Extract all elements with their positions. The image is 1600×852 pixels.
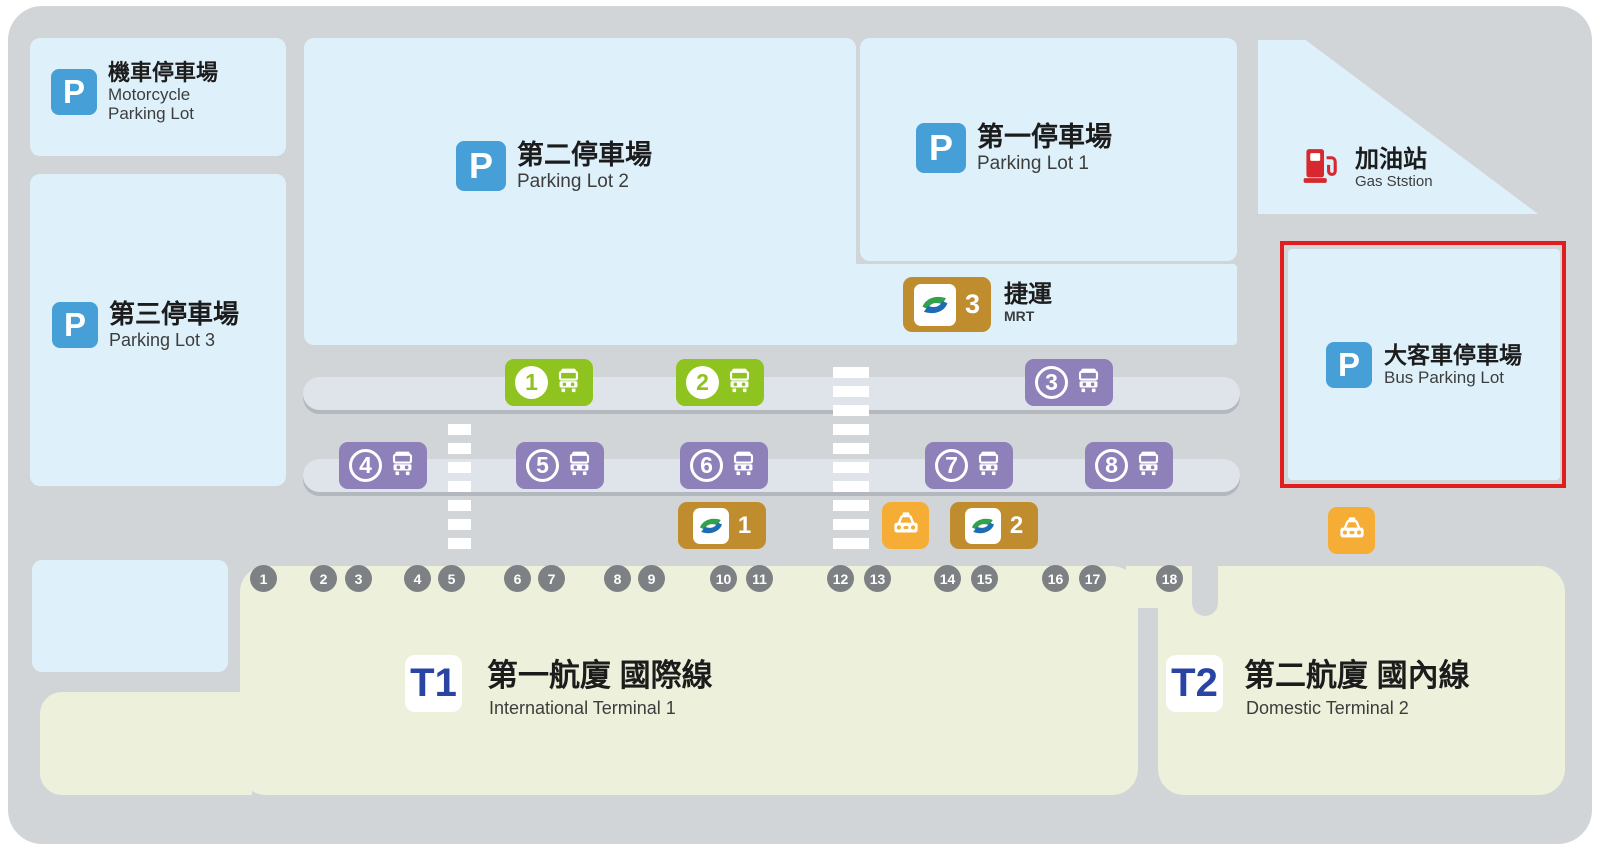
bus-parking-title-zh: 大客車停車場: [1384, 341, 1522, 368]
terminal-1-code-badge: T1: [405, 655, 462, 712]
gate-badge: 3: [345, 565, 372, 592]
bus-stop-number: 8: [1095, 449, 1128, 482]
mrt-logo-icon: [913, 283, 956, 326]
parking-icon: P: [916, 123, 966, 174]
motorcycle-parking-title-zh: 機車停車場: [108, 60, 219, 85]
parking-icon: P: [1326, 341, 1372, 388]
mrt-station-number: 3: [964, 289, 981, 319]
mrt-station-region[interactable]: [826, 264, 1237, 345]
gas-station-title-en: Gas Ststion: [1355, 172, 1433, 190]
parking-lot-3-title-en: Parking Lot 3: [109, 329, 216, 350]
bus-stop-number: 7: [935, 449, 968, 482]
terminal-2-title-zh: 第二航廈 國內線: [1244, 658, 1470, 693]
mrt-title-zh: 捷運: [1004, 281, 1052, 308]
bus-parking-lot-region[interactable]: P 大客車停車場 Bus Parking Lot: [1288, 249, 1560, 480]
bus-icon: [729, 449, 758, 483]
mrt-exit-badge-1: 1: [678, 502, 766, 549]
terminal-2-building[interactable]: [1158, 566, 1565, 795]
gas-station-title-zh: 加油站: [1355, 146, 1427, 174]
parking-icon: P: [52, 302, 98, 349]
bus-icon: [554, 366, 583, 400]
mrt-exit-badge-2: 2: [950, 502, 1038, 549]
bus-parking-title-en: Bus Parking Lot: [1384, 368, 1505, 388]
parking-lot-1-title-zh: 第一停車場: [977, 122, 1112, 152]
gate-badge: 9: [638, 565, 665, 592]
bus-stop-badge-3: 3: [1025, 359, 1113, 406]
mrt-exit-number: 2: [1009, 511, 1024, 539]
bus-icon: [565, 449, 594, 483]
gate-badge: 5: [438, 565, 465, 592]
parking-lot-2-title-en: Parking Lot 2: [517, 171, 629, 193]
bus-icon: [725, 366, 754, 400]
taxi-stand-icon: [882, 502, 929, 549]
parking-icon: P: [456, 141, 506, 192]
parking-lot-3-title-zh: 第三停車場: [109, 299, 240, 329]
gate-badge: 17: [1079, 565, 1106, 592]
gate-badge: 15: [971, 565, 998, 592]
crosswalk-center: [833, 367, 869, 553]
bus-stop-number: 4: [349, 449, 382, 482]
bus-stop-badge-2: 2: [676, 359, 764, 406]
terminal-1-title-en: International Terminal 1: [489, 698, 676, 718]
terminal-2-code-badge: T2: [1166, 655, 1223, 712]
parking-lot-2-title-zh: 第二停車場: [517, 140, 652, 170]
bus-stop-number: 5: [526, 449, 559, 482]
bus-stop-number: 3: [1035, 366, 1068, 399]
mrt-logo-icon: [964, 507, 1001, 544]
bus-stop-badge-8: 8: [1085, 442, 1173, 489]
gas-pump-icon: [1300, 144, 1344, 193]
mrt-station-badge-3: 3: [903, 277, 991, 332]
bus-icon: [974, 449, 1003, 483]
road-notch: [1192, 566, 1218, 616]
blank-region: [32, 560, 228, 672]
crosswalk-west: [448, 424, 471, 552]
motorcycle-parking-title-en: Motorcycle Parking Lot: [108, 85, 194, 124]
mrt-logo-icon: [692, 507, 729, 544]
gate-badge: 14: [934, 565, 961, 592]
gate-badge: 10: [710, 565, 737, 592]
gate-badge: 8: [604, 565, 631, 592]
parking-lot-2-region[interactable]: [304, 38, 856, 345]
taxi-stand-icon: [1328, 507, 1375, 554]
mrt-title-en: MRT: [1004, 307, 1035, 324]
gate-badge: 12: [827, 565, 854, 592]
gate-badge: 7: [538, 565, 565, 592]
gate-badge: 6: [504, 565, 531, 592]
mrt-exit-number: 1: [737, 511, 752, 539]
bus-stop-number: 1: [515, 366, 548, 399]
bus-stop-badge-6: 6: [680, 442, 768, 489]
gate-badge: 1: [250, 565, 277, 592]
highlight-red-box: [1280, 241, 1566, 488]
parking-icon: P: [51, 68, 97, 115]
terminal-1-building[interactable]: [240, 566, 1138, 795]
bus-stop-badge-7: 7: [925, 442, 1013, 489]
bus-stop-badge-1: 1: [505, 359, 593, 406]
gate-badge: 16: [1042, 565, 1069, 592]
parking-lot-1-title-en: Parking Lot 1: [977, 153, 1089, 175]
terminal-1-title-zh: 第一航廈 國際線: [487, 658, 713, 693]
bus-stop-number: 6: [690, 449, 723, 482]
bus-stop-badge-4: 4: [339, 442, 427, 489]
bus-stop-badge-5: 5: [516, 442, 604, 489]
bus-icon: [388, 449, 417, 483]
terminal-2-title-en: Domestic Terminal 2: [1246, 698, 1409, 718]
terminal-1-west-wing: [40, 692, 252, 795]
gate-badge: 18: [1156, 565, 1183, 592]
gate-badge: 4: [404, 565, 431, 592]
bus-icon: [1074, 366, 1103, 400]
gate-badge: 11: [746, 565, 773, 592]
gate-badge: 2: [310, 565, 337, 592]
bus-stop-number: 2: [686, 366, 719, 399]
gate-badge: 13: [864, 565, 891, 592]
bus-icon: [1134, 449, 1163, 483]
